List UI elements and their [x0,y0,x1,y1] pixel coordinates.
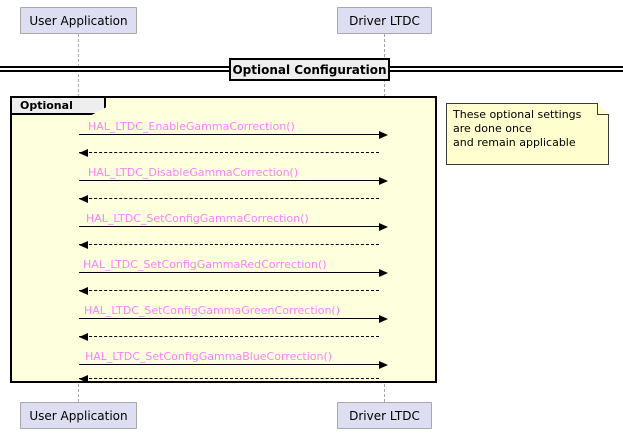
message-arrow-right [79,364,379,365]
note-fold-corner-icon [597,103,609,115]
message-label: HAL_LTDC_SetConfigGammaRedCorrection() [83,258,327,271]
fragment-optional [10,96,437,383]
message-label: HAL_LTDC_EnableGammaCorrection() [88,120,295,133]
arrowhead-left-icon [79,375,88,383]
message-arrow-right [79,134,379,135]
message-arrow-right [79,180,379,181]
note-line: and remain applicable [453,136,576,149]
arrowhead-left-icon [79,287,88,295]
arrowhead-left-icon [79,149,88,157]
message-arrow-right [79,226,379,227]
participant-driver-ltdc-top[interactable]: Driver LTDC [337,7,432,34]
message-arrow-left [79,244,379,245]
participant-label: Driver LTDC [349,13,420,28]
arrowhead-left-icon [79,241,88,249]
note-text: These optional settings are done once an… [453,108,605,150]
message-arrow-left [79,152,379,153]
message-arrow-left [79,290,379,291]
arrowhead-right-icon [379,361,388,369]
arrowhead-left-icon [79,333,88,341]
message-arrow-left [79,378,379,379]
message-label: HAL_LTDC_DisableGammaCorrection() [88,166,299,179]
participant-user-application-top[interactable]: User Application [20,7,137,34]
note-line: These optional settings [453,108,582,121]
message-arrow-left [79,336,379,337]
message-label: HAL_LTDC_SetConfigGammaGreenCorrection() [84,304,341,317]
arrowhead-left-icon [79,195,88,203]
arrowhead-right-icon [379,315,388,323]
message-label: HAL_LTDC_SetConfigGammaCorrection() [86,212,309,225]
fragment-tab [10,96,106,115]
note-box [446,103,609,165]
message-arrow-left [79,198,379,199]
participant-label: User Application [29,13,128,28]
message-arrow-right [79,272,379,273]
fragment-label: Optional [20,99,73,112]
message-label: HAL_LTDC_SetConfigGammaBlueCorrection() [85,350,333,363]
participant-label: User Application [29,408,128,423]
divider-optional-configuration: Optional Configuration [229,58,390,81]
note-line: are done once [453,122,532,135]
message-arrow-right [79,318,379,319]
arrowhead-right-icon [379,223,388,231]
participant-label: Driver LTDC [349,408,420,423]
arrowhead-right-icon [379,131,388,139]
participant-driver-ltdc-bottom[interactable]: Driver LTDC [337,402,432,429]
participant-user-application-bottom[interactable]: User Application [20,402,137,429]
arrowhead-right-icon [379,177,388,185]
arrowhead-right-icon [379,269,388,277]
divider-label: Optional Configuration [232,62,387,77]
